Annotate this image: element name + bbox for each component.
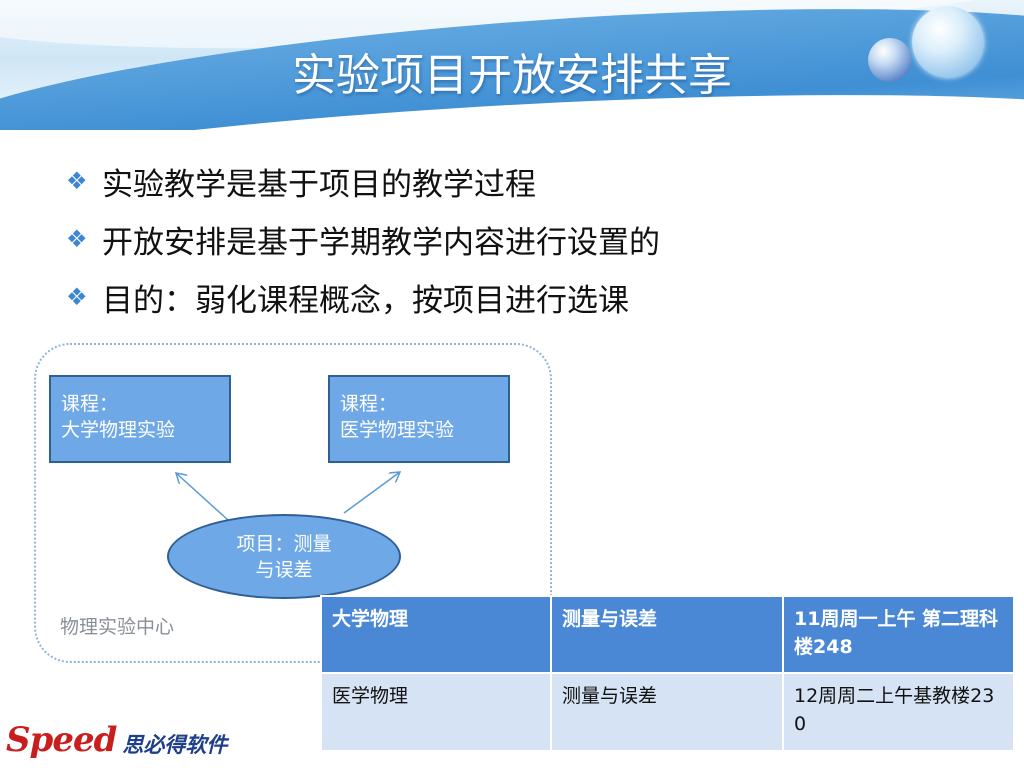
diamond-bullet-icon: ❖ (66, 283, 88, 311)
bullet-text: 实验教学是基于项目的教学过程 (102, 166, 536, 203)
logo-brand: Speed (6, 720, 117, 760)
course-box-university-physics: 课程： 大学物理实验 (49, 375, 231, 463)
project-node: 项目：测量 与误差 (167, 514, 401, 599)
table-cell-time: 11周周一上午 第二理科楼248 (782, 595, 1015, 674)
course-box-medical-physics: 课程： 医学物理实验 (328, 375, 510, 463)
schedule-table: 大学物理 测量与误差 11周周一上午 第二理科楼248 医学物理 测量与误差 1… (320, 595, 1015, 752)
project-label-line2: 与误差 (255, 558, 313, 581)
course-name: 大学物理实验 (61, 419, 176, 441)
diamond-bullet-icon: ❖ (66, 167, 88, 195)
decorative-bubble-small (868, 38, 912, 82)
course-name: 医学物理实验 (340, 419, 455, 441)
bullet-item: ❖ 目的：弱化课程概念，按项目进行选课 (66, 268, 660, 326)
bullet-list: ❖ 实验教学是基于项目的教学过程 ❖ 开放安排是基于学期教学内容进行设置的 ❖ … (66, 152, 660, 326)
bullet-text: 目的：弱化课程概念，按项目进行选课 (102, 282, 629, 319)
table-cell-course: 医学物理 (320, 672, 552, 752)
table-cell-course: 大学物理 (320, 595, 552, 674)
table-cell-project: 测量与误差 (550, 595, 784, 674)
company-logo: Speed 思必得软件 (6, 716, 227, 764)
table-row: 医学物理 测量与误差 12周周二上午基教楼230 (320, 672, 1015, 752)
slide-title: 实验项目开放安排共享 (292, 50, 732, 101)
course-label: 课程： (61, 393, 119, 415)
physics-center-container (34, 343, 552, 663)
bullet-item: ❖ 实验教学是基于项目的教学过程 (66, 152, 660, 210)
header-banner: 实验项目开放安排共享 (0, 0, 1024, 130)
bullet-text: 开放安排是基于学期教学内容进行设置的 (102, 224, 660, 261)
course-label: 课程： (340, 393, 398, 415)
table-row: 大学物理 测量与误差 11周周一上午 第二理科楼248 (320, 595, 1015, 674)
table-cell-time: 12周周二上午基教楼230 (782, 672, 1015, 752)
table-cell-project: 测量与误差 (550, 672, 784, 752)
project-label-line1: 项目：测量 (236, 532, 332, 555)
bullet-item: ❖ 开放安排是基于学期教学内容进行设置的 (66, 210, 660, 268)
diamond-bullet-icon: ❖ (66, 225, 88, 253)
decorative-bubble-large (912, 6, 984, 78)
physics-center-label: 物理实验中心 (60, 616, 175, 638)
logo-company-name: 思必得软件 (122, 733, 228, 757)
